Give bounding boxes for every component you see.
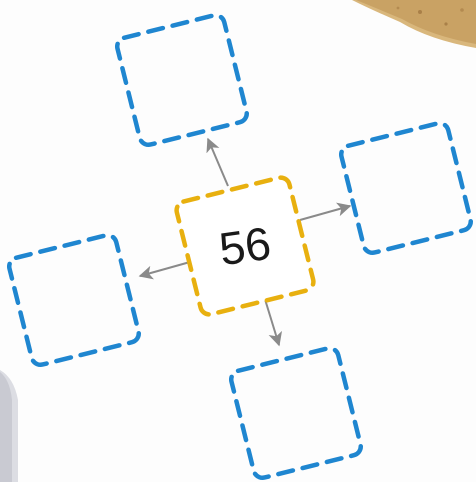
- empty-box-bottom: [229, 346, 362, 479]
- arrow-to-left-box: [140, 262, 190, 276]
- arrow-to-top-box: [208, 139, 228, 186]
- arrow-to-bottom-box: [264, 296, 279, 345]
- center-box: 56: [175, 176, 316, 317]
- cork-board-corner: [352, 0, 476, 48]
- empty-box-left: [7, 233, 140, 366]
- empty-box-right: [339, 121, 472, 254]
- center-number: 56: [216, 217, 274, 276]
- arrow-to-right-box: [300, 206, 350, 220]
- empty-box-top: [115, 13, 248, 146]
- gray-cylinder-decoration: [0, 370, 18, 482]
